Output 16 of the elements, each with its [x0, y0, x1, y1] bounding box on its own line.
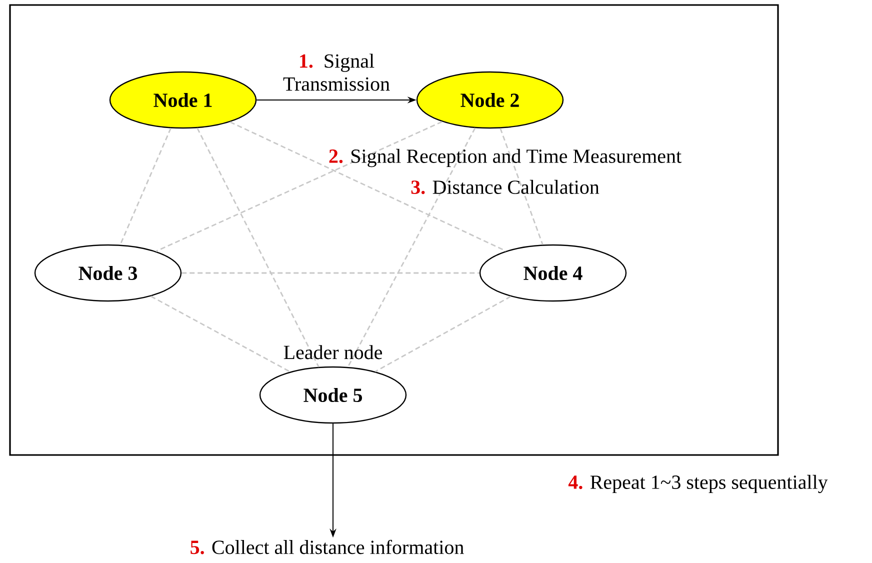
connector-line [230, 121, 506, 252]
step-label: 4. Repeat 1~3 steps sequentially [568, 474, 828, 494]
connector-line [182, 272, 480, 274]
step-text: 5. Collect all distance information [190, 540, 464, 554]
edge-label: 1. Signal Transmission [283, 54, 390, 91]
frame-box [9, 4, 779, 456]
step-label: 2. Signal Reception and Time Measurement [329, 148, 682, 168]
connector-line [196, 128, 320, 368]
node-caption: Leader node [284, 345, 382, 360]
connector-line [156, 121, 442, 252]
connector-line [150, 296, 290, 372]
connector-line [120, 128, 172, 246]
connector-line [347, 128, 476, 368]
connector-line [500, 128, 544, 245]
step-label: 3. Distance Calculation [411, 180, 600, 194]
connector-line [374, 296, 512, 372]
